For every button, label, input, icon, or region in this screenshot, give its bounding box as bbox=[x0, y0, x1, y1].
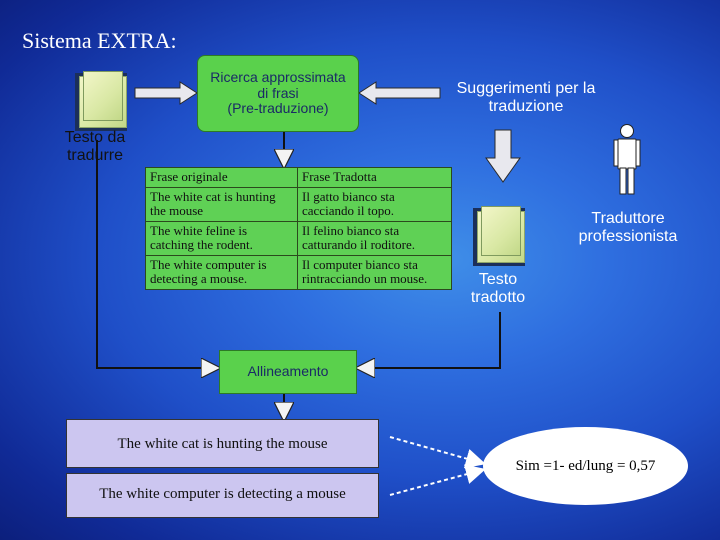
sentence-box-bottom: The white computer is detecting a mouse bbox=[66, 473, 379, 518]
table-row: The white feline is catching the rodent.… bbox=[145, 220, 452, 256]
source-doc-icon-front bbox=[83, 71, 123, 121]
arrow-target-to-align bbox=[359, 312, 501, 368]
cell-original: The white computer is detecting a mouse. bbox=[145, 254, 298, 290]
similarity-ellipse: Sim =1- ed/lung = 0,57 bbox=[483, 427, 688, 505]
arrow-sent1-to-sim bbox=[389, 436, 486, 469]
header-original: Frase originale bbox=[145, 167, 298, 188]
page-title: Sistema EXTRA: bbox=[22, 28, 177, 53]
arrow-sent2-to-sim bbox=[389, 464, 486, 496]
table-header-row: Frase originale Frase Tradotta bbox=[145, 167, 452, 188]
table-row: The white computer is detecting a mouse.… bbox=[145, 254, 452, 290]
arrow-to-pre bbox=[134, 81, 198, 105]
cell-original: The white cat is hunting the mouse bbox=[145, 186, 298, 222]
target-doc-icon-front bbox=[481, 206, 521, 256]
pre-translation-box: Ricerca approssimata di frasi (Pre-tradu… bbox=[197, 55, 359, 132]
cell-translated: Il computer bianco sta rintracciando un … bbox=[297, 254, 452, 290]
arrow-source-to-align bbox=[96, 140, 217, 368]
translation-memory-table: Frase originale Frase Tradotta The white… bbox=[145, 167, 452, 290]
header-translated: Frase Tradotta bbox=[297, 167, 452, 188]
cell-translated: Il gatto bianco sta cacciando il topo. bbox=[297, 186, 452, 222]
arrow-suggestions-down bbox=[485, 129, 521, 183]
sentence-box-top: The white cat is hunting the mouse bbox=[66, 419, 379, 468]
person-icon bbox=[613, 124, 641, 195]
arrow-from-suggestions bbox=[358, 81, 441, 105]
table-row: The white cat is hunting the mouse Il ga… bbox=[145, 186, 452, 222]
cell-original: The white feline is catching the rodent. bbox=[145, 220, 298, 256]
cell-translated: Il felino bianco sta catturando il rodit… bbox=[297, 220, 452, 256]
alignment-box: Allineamento bbox=[219, 350, 357, 394]
